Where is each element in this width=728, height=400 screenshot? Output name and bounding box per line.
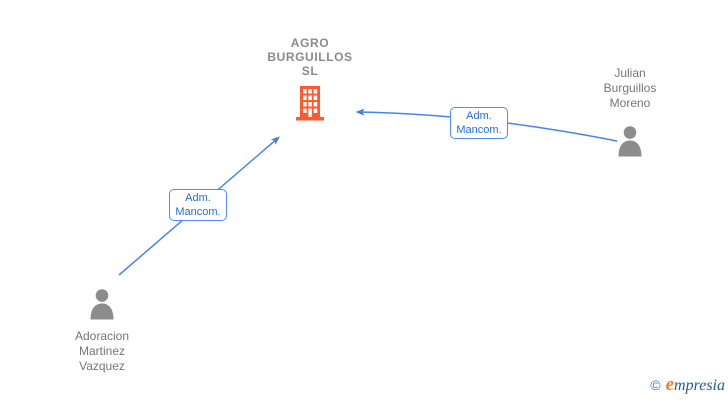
edge-label-adm-mancom-julian[interactable]: Adm. Mancom. [450,107,508,139]
company-name-line: AGRO [290,36,330,50]
building-icon [230,85,390,121]
person-name-line: Vazquez [79,359,125,373]
copyright-icon: © [650,377,661,393]
company-node[interactable]: AGRO BURGUILLOS SL [230,36,390,121]
edge-label-line: Mancom. [456,124,502,136]
empresia-logo: empresia [665,374,725,395]
person-name-line: Burguillos [603,81,657,95]
person-node-adoracion[interactable]: Adoracion Martinez Vazquez [47,288,157,374]
person-icon [575,125,685,162]
person-name: Julian Burguillos Moreno [575,66,685,111]
person-name-line: Martinez [78,344,125,358]
person-name-line: Moreno [609,96,651,110]
person-name-line: Adoracion [74,329,130,343]
company-name-line: BURGUILLOS [267,50,353,64]
person-icon [47,288,157,325]
person-name: Adoracion Martinez Vazquez [47,329,157,374]
edge-label-adm-mancom-adoracion[interactable]: Adm. Mancom. [169,189,227,221]
person-name-line: Julian [614,66,646,80]
edge-label-line: Adm. [466,110,492,122]
company-name-line: SL [301,64,319,78]
empresia-watermark: © empresia [650,374,725,396]
person-node-julian[interactable]: Julian Burguillos Moreno [575,66,685,162]
edge-label-line: Mancom. [175,206,221,218]
company-name: AGRO BURGUILLOS SL [230,36,390,78]
edge-label-line: Adm. [185,192,211,204]
